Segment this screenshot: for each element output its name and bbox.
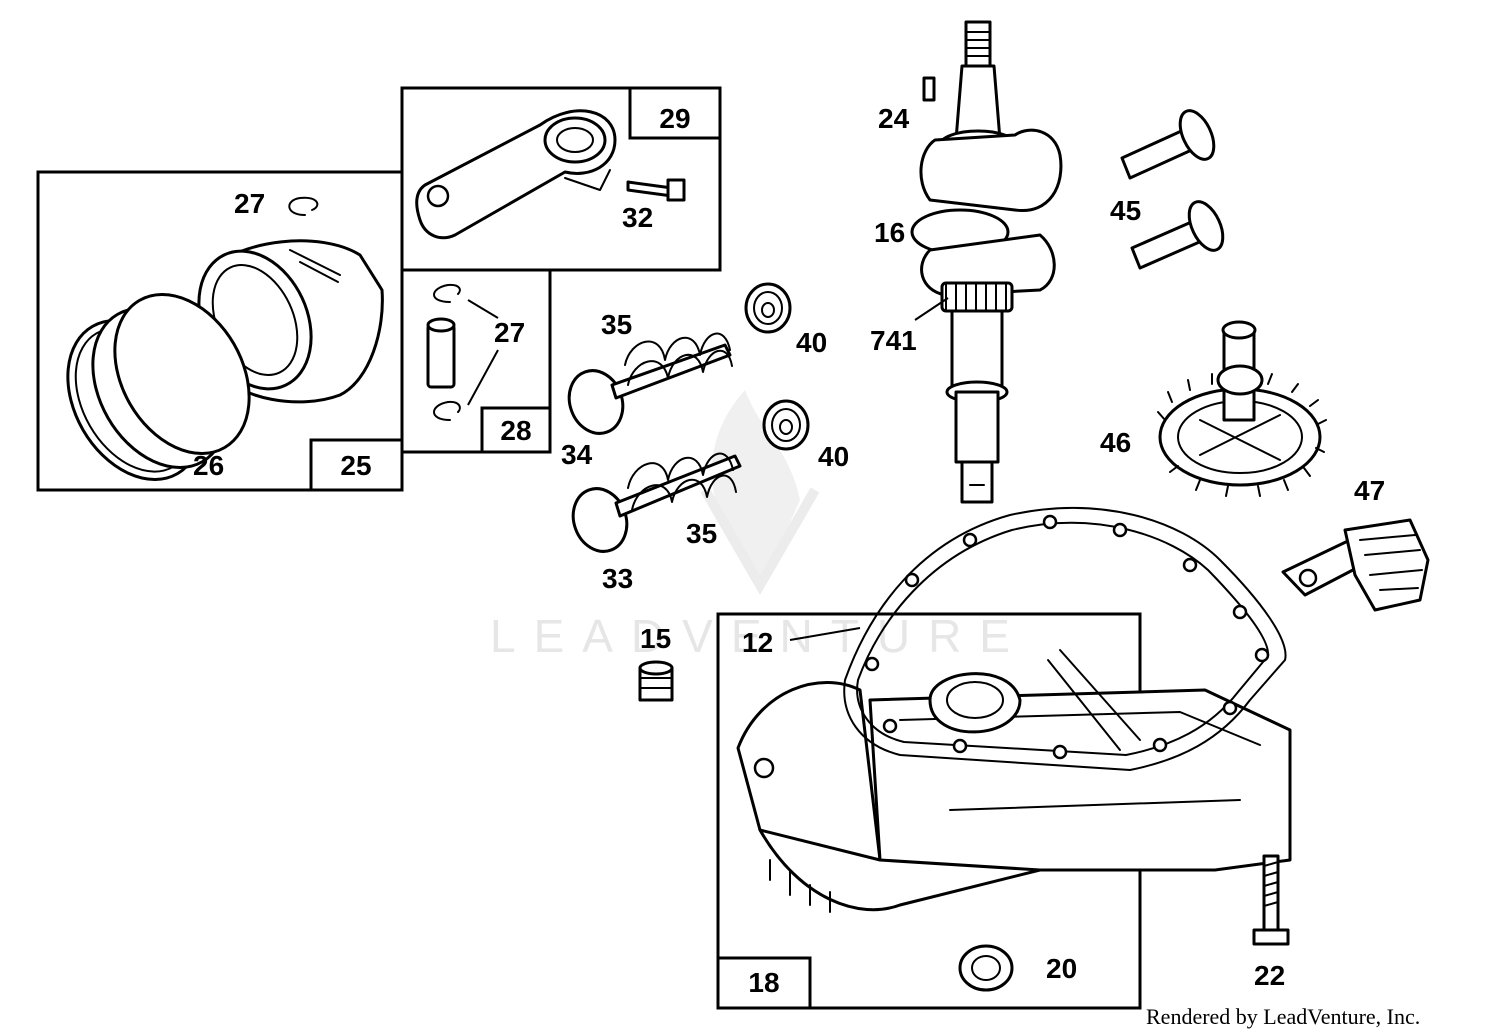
label-20[interactable]: 20	[1046, 953, 1077, 984]
box-18-number[interactable]: 18	[748, 967, 779, 998]
camshaft-46[interactable]	[1157, 320, 1327, 497]
box-28-tag	[480, 406, 552, 454]
valve-exhaust-33[interactable]	[565, 454, 742, 559]
box-25-tag	[309, 438, 404, 492]
label-33[interactable]: 33	[602, 563, 633, 594]
pin-clip-upper[interactable]	[433, 283, 461, 303]
bolt-22[interactable]	[1252, 854, 1290, 946]
box-29-tag	[628, 86, 722, 140]
watermark-logo	[700, 390, 820, 595]
box-28-frame	[400, 268, 552, 454]
spring-retainer-lower-40[interactable]	[762, 399, 810, 451]
box-28-number[interactable]: 28	[500, 415, 531, 446]
crankshaft-16[interactable]	[910, 20, 1063, 504]
label-24[interactable]: 24	[878, 103, 910, 134]
engine-block-18[interactable]	[736, 649, 1292, 913]
leader-27-pin	[467, 299, 499, 406]
pin-clip-lower[interactable]	[433, 400, 461, 421]
valve-intake-34[interactable]	[561, 343, 732, 441]
piston-pin-clip-27[interactable]	[288, 196, 319, 216]
label-16[interactable]: 16	[874, 217, 905, 248]
credit-text: Rendered by LeadVenture, Inc.	[1146, 1004, 1420, 1029]
oil-seal-20[interactable]	[958, 944, 1014, 992]
label-26-rings[interactable]: 26	[193, 450, 224, 481]
label-45[interactable]: 45	[1110, 195, 1141, 226]
wrist-pin[interactable]	[426, 317, 456, 389]
label-35-lower[interactable]: 35	[686, 518, 717, 549]
piston-rings[interactable]	[41, 270, 277, 503]
label-15[interactable]: 15	[640, 623, 671, 654]
label-34[interactable]: 34	[561, 439, 593, 470]
governor-assembly-47[interactable]	[1281, 518, 1430, 612]
valve-spring-upper-35[interactable]	[624, 332, 733, 386]
label-40-lower[interactable]: 40	[818, 441, 849, 472]
box-18-tag	[716, 956, 812, 1010]
label-27-clip[interactable]: 27	[234, 188, 265, 219]
leader-741	[914, 297, 949, 321]
box-25-number[interactable]: 25	[340, 450, 371, 481]
spring-retainer-upper-40[interactable]	[744, 282, 792, 334]
label-32-bolt[interactable]: 32	[622, 202, 653, 233]
valve-spring-lower-35[interactable]	[627, 452, 737, 511]
drain-plug-15[interactable]	[638, 660, 674, 702]
label-22[interactable]: 22	[1254, 960, 1285, 991]
leader-12	[789, 627, 861, 641]
label-27-pin-clips[interactable]: 27	[494, 317, 525, 348]
label-12[interactable]: 12	[742, 627, 773, 658]
label-47[interactable]: 47	[1354, 475, 1385, 506]
watermark-text: LEADVENTURE	[490, 610, 1028, 662]
tappet-upper-45[interactable]	[1120, 106, 1221, 180]
connecting-rod[interactable]	[415, 109, 617, 240]
label-35-upper[interactable]: 35	[601, 309, 632, 340]
gasket-12[interactable]	[843, 506, 1287, 771]
box-29-frame	[400, 86, 722, 272]
rod-bolt-32[interactable]	[626, 178, 686, 202]
label-46[interactable]: 46	[1100, 427, 1131, 458]
crank-key-24[interactable]	[922, 76, 936, 102]
tappet-lower-45[interactable]	[1130, 197, 1230, 270]
label-741[interactable]: 741	[870, 325, 917, 356]
box-29-number[interactable]: 29	[659, 103, 690, 134]
label-40-upper[interactable]: 40	[796, 327, 827, 358]
